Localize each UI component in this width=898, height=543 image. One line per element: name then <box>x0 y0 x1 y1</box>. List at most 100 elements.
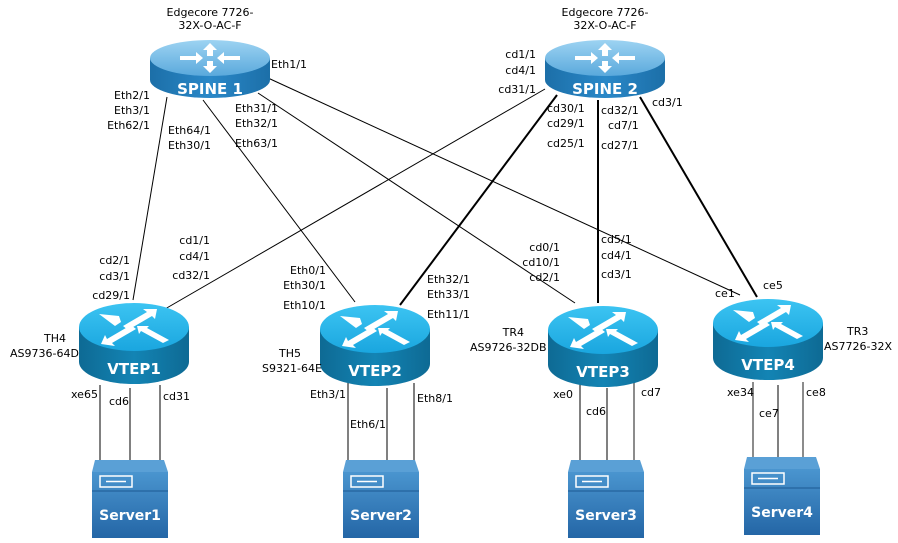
vtep2-chip: TH5 <box>279 347 301 360</box>
spine1-router-icon[interactable]: SPINE 1 <box>150 40 270 98</box>
port-label: Eth63/1 <box>235 137 278 150</box>
port-label-group: cd1/1 cd4/1 cd31/1 <box>490 47 536 98</box>
port-label-group: Eth0/1 Eth30/1 Eth10/1 <box>276 263 326 313</box>
port-label: cd27/1 <box>601 139 639 152</box>
port-label: cd25/1 <box>547 137 585 150</box>
port-label: cd4/1 <box>179 250 210 263</box>
port-label: Eth64/1 <box>168 124 211 137</box>
vtep-name: VTEP2 <box>348 362 402 380</box>
spine2-router-icon[interactable]: SPINE 2 <box>545 40 665 98</box>
server-name: Server2 <box>350 508 412 524</box>
port-label: cd32/1 <box>172 269 210 282</box>
spine2-model: Edgecore 7726- 32X-O-AC-F <box>545 6 665 32</box>
port-label: Eth1/1 <box>271 58 307 71</box>
server-name: Server3 <box>575 508 637 524</box>
vtep1-model-name: AS9736-64D <box>10 347 79 360</box>
port-label: Eth0/1 <box>290 264 326 277</box>
vtep1-chip: TH4 <box>44 332 66 345</box>
port-label: ce5 <box>763 279 783 292</box>
port-label: xe34 <box>727 386 754 399</box>
server-name: Server1 <box>99 508 161 524</box>
port-label: cd6 <box>586 405 607 418</box>
port-label: cd4/1 <box>505 64 536 77</box>
spine1-model-line1: Edgecore 7726- <box>166 6 254 19</box>
port-label: xe0 <box>553 388 573 401</box>
port-label-group: Eth31/1 Eth32/1 Eth63/1 <box>235 101 278 151</box>
vtep2-model-name: S9321-64E <box>262 362 322 375</box>
vtep4-model-name: AS7726-32X <box>824 340 893 353</box>
vtep1-router-icon[interactable]: VTEP1 <box>79 303 189 384</box>
vtep4-router-icon[interactable]: VTEP4 <box>713 299 823 380</box>
port-label: Eth33/1 <box>427 288 470 301</box>
port-label: Eth3/1 <box>114 104 150 117</box>
server4-icon[interactable]: Server4 <box>744 457 820 535</box>
spine2-model-line2: 32X-O-AC-F <box>573 19 637 32</box>
port-label: ce1 <box>715 287 735 300</box>
vtep-name: VTEP4 <box>741 356 795 374</box>
port-label: cd1/1 <box>505 48 536 61</box>
port-label: cd32/1 <box>601 104 639 117</box>
port-label: cd7 <box>641 386 662 399</box>
server3-icon[interactable]: Server3 <box>568 460 644 538</box>
port-label: xe65 <box>71 388 98 401</box>
port-label: cd10/1 <box>522 256 560 269</box>
vtep2-router-icon[interactable]: VTEP2 <box>320 305 430 386</box>
port-label: ce8 <box>806 386 826 399</box>
spine1-model-line2: 32X-O-AC-F <box>178 19 242 32</box>
port-label: ce7 <box>759 407 779 420</box>
vtep3-chip: TR4 <box>502 326 524 339</box>
port-label: Eth30/1 <box>283 279 326 292</box>
port-label: cd30/1 <box>547 102 585 115</box>
spine1-model: Edgecore 7726- 32X-O-AC-F <box>150 6 270 32</box>
port-label: Eth2/1 <box>114 89 150 102</box>
port-label: cd7/1 <box>608 119 639 132</box>
port-label-group: cd1/1 cd4/1 cd32/1 <box>160 233 210 284</box>
vtep3-model-name: AS9726-32DB <box>470 341 547 354</box>
port-label: Eth3/1 <box>310 388 346 401</box>
link-spine2-vtep2 <box>399 94 558 306</box>
port-label-group: Eth2/1 Eth3/1 Eth62/1 <box>100 88 150 133</box>
port-label-group: cd2/1 cd3/1 cd29/1 <box>80 253 130 304</box>
port-label: Eth31/1 <box>235 102 278 115</box>
link-spine1-vtep2 <box>202 99 356 303</box>
port-label: cd29/1 <box>547 117 585 130</box>
port-label: Eth11/1 <box>427 308 470 321</box>
server-name: Server4 <box>751 505 813 521</box>
port-label: Eth6/1 <box>350 418 386 431</box>
link-spine2-vtep4 <box>639 96 758 298</box>
port-label: Eth30/1 <box>168 139 211 152</box>
port-label: cd6 <box>109 395 130 408</box>
port-label: cd1/1 <box>179 234 210 247</box>
link-spine1-vtep4 <box>267 77 741 296</box>
port-label: cd2/1 <box>99 254 130 267</box>
server2-icon[interactable]: Server2 <box>343 460 419 538</box>
port-label-group: Eth32/1 Eth33/1 Eth11/1 <box>427 272 470 322</box>
port-label-group: Eth64/1 Eth30/1 <box>168 123 211 153</box>
port-label: cd2/1 <box>529 271 560 284</box>
vtep3-model: TR4 AS9726-32DB <box>470 325 546 355</box>
spine2-name: SPINE 2 <box>572 80 638 98</box>
port-label: cd4/1 <box>601 249 632 262</box>
port-label: cd3/1 <box>99 270 130 283</box>
port-label-group: cd0/1 cd10/1 cd2/1 <box>510 240 560 285</box>
port-label: cd3/1 <box>652 96 683 109</box>
server1-icon[interactable]: Server1 <box>92 460 168 538</box>
port-label: cd0/1 <box>529 241 560 254</box>
port-label: Eth32/1 <box>427 273 470 286</box>
port-label-group: cd5/1 cd4/1 cd3/1 <box>601 232 632 283</box>
spine2-model-line1: Edgecore 7726- <box>561 6 649 19</box>
vtep4-chip: TR3 <box>847 325 869 338</box>
links <box>99 77 804 462</box>
port-label: cd31 <box>163 390 191 403</box>
link-spine2-vtep1 <box>164 88 546 310</box>
vtep-name: VTEP1 <box>107 360 161 378</box>
vtep3-router-icon[interactable]: VTEP3 <box>548 306 658 387</box>
link-spine1-vtep3 <box>257 92 576 304</box>
port-label: cd31/1 <box>498 83 536 96</box>
port-label: Eth32/1 <box>235 117 278 130</box>
vtep1-model: TH4 AS9736-64D <box>10 331 79 361</box>
port-label-group: cd32/1 cd7/1 cd27/1 <box>601 103 639 153</box>
link-spine1-vtep1 <box>132 96 168 301</box>
port-label: cd5/1 <box>601 233 632 246</box>
